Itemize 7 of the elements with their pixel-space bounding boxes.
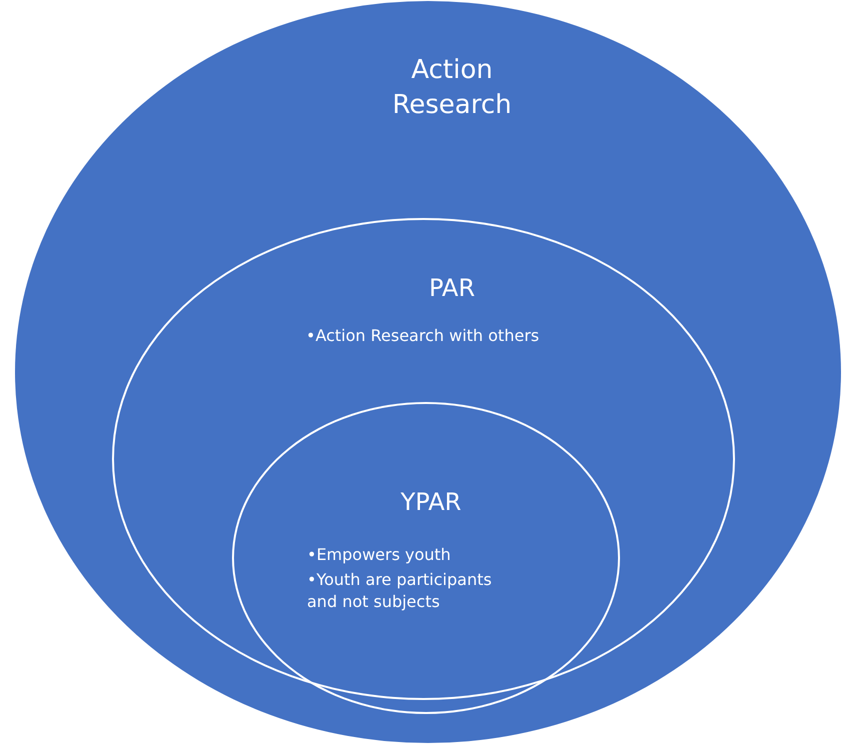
bullet-text: •Action Research with others	[306, 325, 540, 347]
ellipse-title: YPAR	[400, 487, 462, 518]
bullet-text: •Youth are participants and not subjects	[307, 569, 492, 613]
bullet-text: •Empowers youth	[307, 544, 452, 566]
ellipse	[232, 402, 620, 714]
ellipse-title: Action Research	[391, 54, 513, 122]
ellipse-title: PAR	[428, 273, 476, 304]
